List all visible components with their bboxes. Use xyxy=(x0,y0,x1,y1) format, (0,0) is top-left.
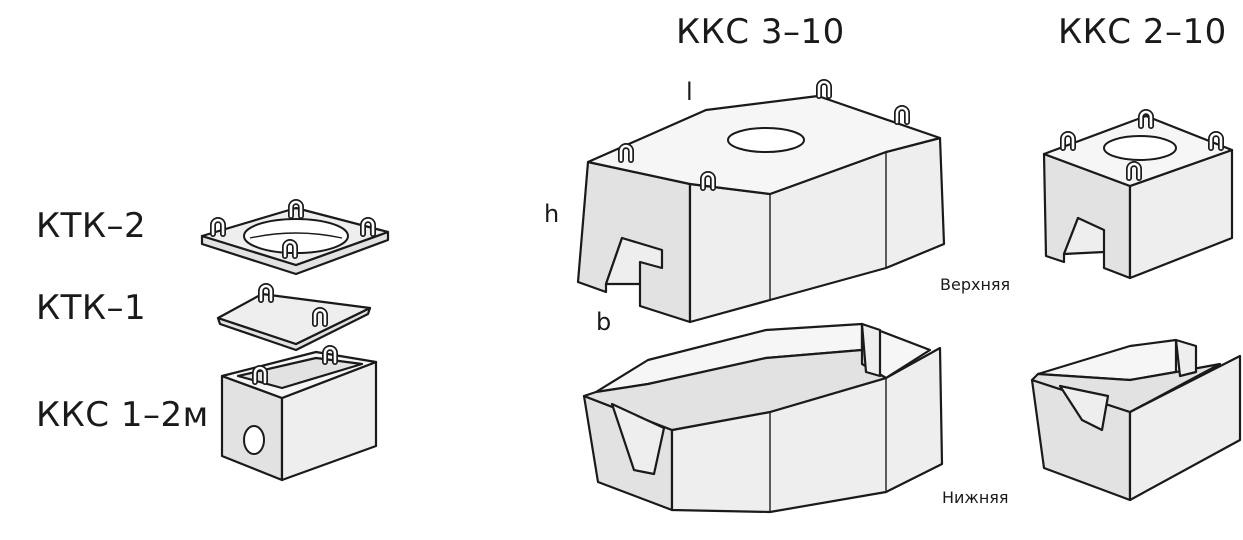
label-upper: Верхняя xyxy=(940,275,1011,294)
dimension-h: h xyxy=(544,200,560,228)
kks2-upper-part xyxy=(1042,112,1234,280)
dimension-l: l xyxy=(686,78,693,106)
kks2-lower-part xyxy=(1030,338,1242,502)
ktk1-cover-plate xyxy=(216,286,372,352)
label-ktk2: КТК–2 xyxy=(36,206,147,246)
kks3-upper-part xyxy=(576,82,946,324)
dimension-b: b xyxy=(596,308,612,336)
label-kks1: ККС 1–2м xyxy=(36,395,209,435)
ktk2-cover-plate xyxy=(200,202,390,276)
label-lower: Нижняя xyxy=(942,488,1009,507)
kks1-well xyxy=(220,348,378,482)
kks3-lower-part xyxy=(582,322,944,514)
label-kks3: ККС 3–10 xyxy=(676,12,845,52)
label-ktk1: КТК–1 xyxy=(36,288,147,328)
label-kks2: ККС 2–10 xyxy=(1058,12,1227,52)
